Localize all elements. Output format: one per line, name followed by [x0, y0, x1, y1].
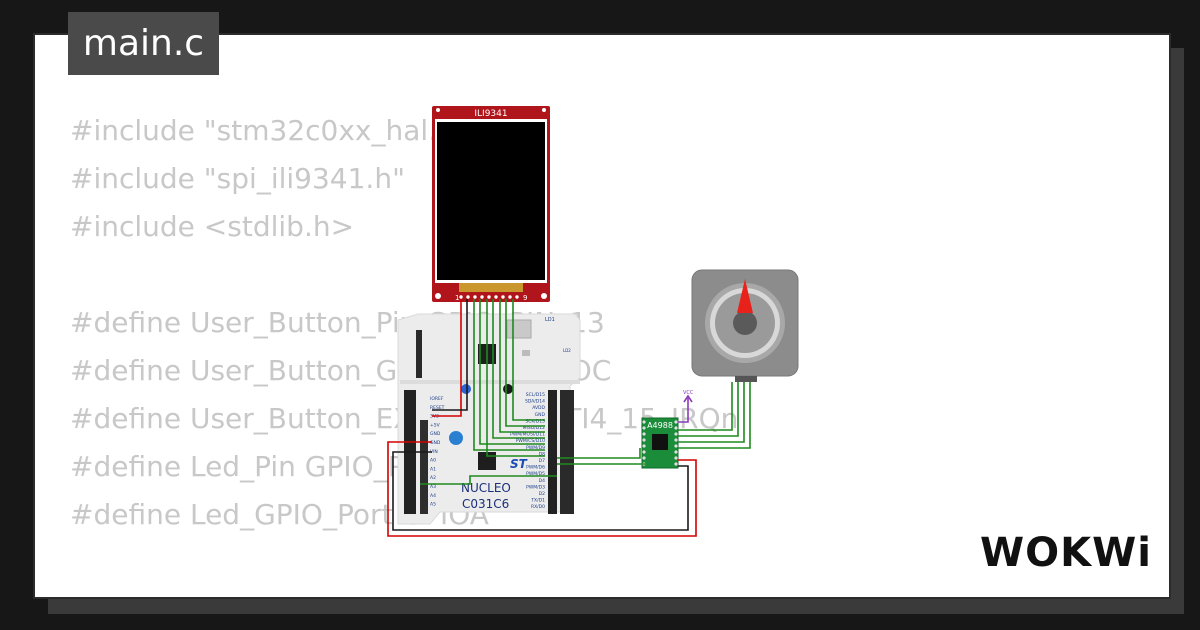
- usb-connector: [506, 319, 532, 339]
- driver-pin[interactable]: [674, 426, 678, 430]
- board-pin-label: A4: [430, 493, 436, 499]
- board-pin-label: GND: [535, 412, 546, 418]
- board-pin-label: PWM/D5: [526, 471, 545, 477]
- st-logo-icon: ST: [510, 457, 528, 471]
- code-line: #include "spi_ili9341.h": [70, 162, 405, 195]
- driver-pin[interactable]: [642, 456, 646, 460]
- a4988-driver[interactable]: A4988 VCC: [641, 390, 694, 469]
- board-pin-label: A5: [430, 502, 436, 508]
- board-pin-label: GND: [430, 440, 441, 446]
- right-pin-labels: SCL/D15SDA/D14AVDDGNDSCK/D13MISO/D12PWM/…: [510, 392, 545, 510]
- ili9341-display[interactable]: ILI9341 1 9: [432, 106, 550, 302]
- driver-pins: [642, 420, 678, 466]
- driver-pin[interactable]: [674, 462, 678, 466]
- driver-pin[interactable]: [674, 438, 678, 442]
- board-pin-label: A1: [430, 466, 436, 472]
- board-pin-label: PWM/D6: [526, 465, 545, 471]
- board-pin-label: RX/D0: [531, 504, 545, 510]
- driver-label: A4988: [647, 421, 673, 430]
- display-pin[interactable]: [472, 294, 478, 300]
- vcc-label: VCC: [683, 390, 694, 396]
- header-right-outer: [560, 390, 574, 514]
- driver-pin[interactable]: [674, 444, 678, 448]
- board-pin-label: A2: [430, 475, 436, 481]
- display-pin[interactable]: [479, 294, 485, 300]
- display-pin[interactable]: [500, 294, 506, 300]
- board-pin-label: SDA/D14: [525, 399, 545, 405]
- display-pin[interactable]: [514, 294, 520, 300]
- board-pin-label: SCL/D15: [526, 392, 545, 398]
- driver-pin[interactable]: [674, 432, 678, 436]
- driver-pin[interactable]: [674, 456, 678, 460]
- board-pin-label: D4: [539, 478, 545, 484]
- display-label: ILI9341: [474, 109, 507, 119]
- code-line: #include <stdlib.h>: [70, 210, 355, 243]
- board-pin-label: PWM/D9: [526, 445, 545, 451]
- board-pin-label: A3: [430, 484, 436, 490]
- board-pin-label: SCK/D13: [525, 418, 545, 424]
- board-name: NUCLEO: [461, 481, 511, 495]
- display-pin[interactable]: [486, 294, 492, 300]
- ribbon-connector: [459, 283, 523, 292]
- board-model: C031C6: [462, 497, 509, 511]
- header-left-inner: [420, 420, 428, 514]
- shaft-indicator-icon: [737, 279, 753, 313]
- morpho-header: [416, 330, 422, 378]
- board-pin-label: PWM/D3: [526, 484, 545, 490]
- board-pin-label: GND: [430, 431, 441, 437]
- wokwi-logo-text: WOKWi: [980, 530, 1148, 576]
- driver-pin[interactable]: [642, 426, 646, 430]
- small-component: [522, 350, 530, 356]
- board-pin-label: D8: [539, 451, 545, 457]
- code-line: #include "stm32c0xx_hal.h": [70, 114, 468, 147]
- pin-last-label: 9: [523, 294, 527, 302]
- display-pin-header: [458, 294, 520, 300]
- code-line: I2C_HandleTypeDef hi2c1;: [70, 587, 738, 597]
- board-pin-label: IOREF: [430, 396, 444, 402]
- code-preview: #include "stm32c0xx_hal.h" #include "spi_…: [70, 107, 738, 597]
- board-pin-label: AVDD: [532, 405, 545, 411]
- stepper-motor[interactable]: [691, 269, 799, 382]
- display-pin[interactable]: [493, 294, 499, 300]
- board-pin-label: +5V: [430, 422, 441, 428]
- pin-first-label: 1: [455, 294, 459, 302]
- ld2-label: LD2: [563, 348, 571, 353]
- display-pin[interactable]: [465, 294, 471, 300]
- code-line: #define Led_GPIO_Port GPIOA: [70, 498, 489, 531]
- reset-button[interactable]: [503, 384, 513, 394]
- driver-pin[interactable]: [674, 420, 678, 424]
- driver-pin[interactable]: [642, 438, 646, 442]
- board-pin-label: VIN: [430, 449, 438, 455]
- board-pin-label: PWM/MOSI/D11: [510, 432, 545, 438]
- mbed-logo-icon: [449, 431, 463, 445]
- ld1-label: LD1: [545, 317, 555, 323]
- file-tab[interactable]: main.c: [68, 12, 219, 75]
- driver-chip: [652, 434, 668, 450]
- wokwi-logo: WOKWi: [980, 530, 1148, 576]
- header-right-inner: [548, 390, 557, 514]
- board-pin-label: PWM/CS/D10: [516, 438, 545, 444]
- display-pin[interactable]: [507, 294, 513, 300]
- driver-pin[interactable]: [642, 420, 646, 424]
- project-preview-card[interactable]: #include "stm32c0xx_hal.h" #include "spi_…: [33, 33, 1171, 599]
- driver-pin[interactable]: [642, 432, 646, 436]
- tft-screen: [437, 122, 545, 280]
- driver-pin[interactable]: [642, 450, 646, 454]
- board-pin-label: TX/D1: [530, 498, 545, 504]
- board-pin-label: D2: [539, 491, 545, 497]
- board-pin-label: A0: [430, 458, 436, 464]
- driver-pin[interactable]: [674, 450, 678, 454]
- nucleo-board[interactable]: LD1 LD2 ST NUCLEO C031C6 IOREFRESET3V3+5…: [397, 313, 581, 525]
- motor-shaft: [733, 311, 757, 335]
- user-button[interactable]: [461, 384, 471, 394]
- board-pin-label: RESET: [430, 405, 445, 411]
- board-pin-label: D7: [539, 458, 545, 464]
- driver-pin[interactable]: [642, 444, 646, 448]
- wires: [387, 299, 751, 537]
- board-pin-label: MISO/D12: [523, 425, 545, 431]
